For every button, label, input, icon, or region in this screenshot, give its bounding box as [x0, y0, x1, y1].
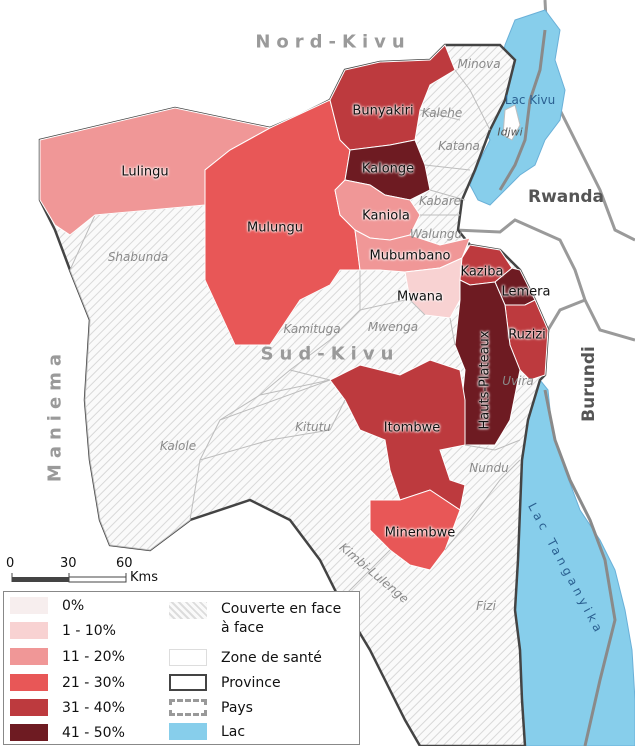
legend-item-lake: Lac [169, 723, 245, 740]
scale-label-60: 60 [116, 556, 133, 571]
zone-label-kaziba: Kaziba [460, 264, 504, 280]
legend-item-country: Pays [169, 699, 253, 716]
legend-swatch-2 [10, 648, 48, 665]
legend-label: 0% [62, 597, 85, 614]
zone-borders [199, 69, 521, 601]
legend-item: 1 - 10% [10, 622, 116, 639]
legend-label: 31 - 40% [62, 699, 125, 716]
zone-label-hauts-plateaux: Hauts-Plateaux [477, 330, 493, 430]
legend-label: 41 - 50% [62, 724, 125, 741]
zone-label-mulungu: Mulungu [246, 220, 304, 236]
zone-label-ruzizi: Ruzizi [508, 327, 546, 343]
legend-item: 11 - 20% [10, 648, 125, 665]
zone-label-kaniola: Kaniola [362, 208, 410, 224]
zone-label-lemera: Lemera [501, 284, 551, 300]
legend-label: Lac [221, 723, 246, 740]
legend-label: Couverte en face [221, 601, 342, 617]
zone-label-kalole: Kalole [159, 439, 197, 453]
province-label-nord-kivu: Nord-Kivu [255, 31, 411, 53]
zone-label-kabare: Kabare [418, 194, 462, 208]
zone-label-mubumbano: Mubumbano [369, 248, 451, 264]
zone-label-kamituga: Kamituga [283, 322, 341, 336]
scale-bar-light [68, 576, 127, 583]
country-label-rwanda: Rwanda [527, 187, 605, 207]
zone-label-mwenga: Mwenga [367, 320, 419, 334]
zone-label-lulingu: Lulingu [121, 164, 169, 180]
border-in-lake-tanganyika [543, 389, 617, 746]
legend-item-hatched: Couverte en face à face [169, 600, 341, 638]
province-label-maniema: Maniema [44, 347, 66, 483]
zone-label-katana: Katana [438, 139, 480, 153]
legend-label: 1 - 10% [62, 622, 116, 639]
legend-swatch-province [169, 674, 207, 691]
legend-swatch-lake [169, 723, 207, 740]
legend-swatch-1 [10, 622, 48, 639]
country-border-line [583, 299, 635, 342]
zone-hauts-plateaux-shape [454, 279, 521, 446]
zone-label-itombwe: Itombwe [383, 420, 441, 436]
scale-label-0: 0 [6, 556, 15, 571]
country-border-line [454, 218, 587, 381]
country-label-burundi: Burundi [579, 346, 599, 422]
legend-item-zone: Zone de santé [169, 649, 322, 666]
legend-swatch-hatched [169, 602, 207, 619]
province-label-sud-kivu: Sud-Kivu [260, 343, 400, 365]
legend-item: 0% [10, 597, 84, 614]
scale-label-30: 30 [60, 556, 77, 571]
legend-item-province: Province [169, 674, 281, 691]
lake-label-kivu: Lac Kivu [504, 93, 556, 107]
zone-label-fizi: Fizi [476, 599, 496, 613]
legend-swatch-zone [169, 649, 207, 666]
zone-label-kitutu: Kitutu [295, 420, 331, 434]
zone-itombwe-shape [329, 359, 466, 511]
legend-swatch-3 [10, 674, 48, 691]
legend-label: 21 - 30% [62, 674, 125, 691]
legend-item: 41 - 50% [10, 724, 125, 741]
legend-label: Province [221, 674, 281, 691]
zone-label-kalehe: Kalehe [421, 106, 463, 120]
border-in-lake-kivu [498, 29, 547, 191]
zone-label-bunyakiri: Bunyakiri [352, 103, 414, 119]
scale-bar-dark [12, 577, 69, 582]
legend-label: à face [221, 620, 264, 636]
zone-label-kalonge: Kalonge [361, 161, 415, 177]
zone-label-minova: Minova [457, 57, 501, 71]
scale-unit: Kms [130, 570, 158, 585]
zone-label-minembwe: Minembwe [384, 525, 456, 541]
legend-swatch-0 [10, 597, 48, 614]
legend-swatch-country [169, 699, 207, 716]
zone-label-shabunda: Shabunda [107, 250, 169, 264]
legend-swatch-5 [10, 724, 48, 741]
zone-minembwe-shape [369, 489, 461, 571]
island-idjwi [502, 104, 521, 141]
legend-label: Pays [221, 699, 253, 716]
legend-label: Zone de santé [221, 649, 322, 666]
legend-item: 31 - 40% [10, 699, 125, 716]
island-label-idjwi: Idjwi [497, 125, 523, 139]
zone-label-nundu: Nundu [469, 461, 509, 475]
zone-label-mwana: Mwana [396, 289, 444, 305]
zone-label-uvira: Uvira [502, 374, 534, 388]
legend-item: 21 - 30% [10, 674, 125, 691]
legend-label: 11 - 20% [62, 648, 125, 665]
legend-swatch-4 [10, 699, 48, 716]
zone-label-walungu: Walungu [409, 227, 463, 241]
map-legend: 0% 1 - 10% 11 - 20% 21 - 30% 31 - 40% 41… [3, 591, 360, 745]
zone-mubumbano-shape [354, 229, 471, 273]
